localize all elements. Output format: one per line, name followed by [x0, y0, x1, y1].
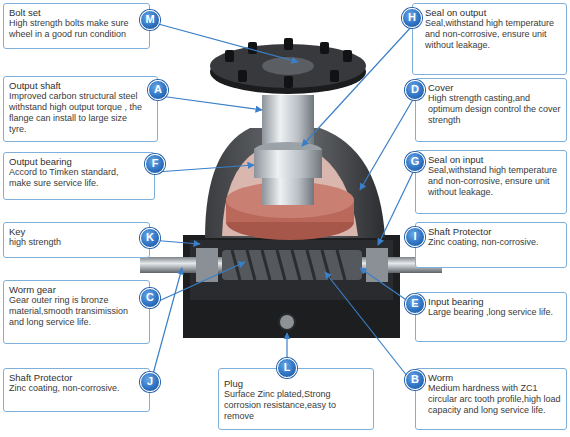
- callout-letter-text: J: [141, 373, 159, 390]
- callout-box: Keyhigh strengthK: [3, 222, 150, 258]
- callout-heading: Shaft Protector: [428, 226, 561, 237]
- callout-letter: K: [140, 228, 160, 248]
- callout-letter-text: C: [141, 289, 159, 306]
- callout-letter: M: [140, 10, 160, 30]
- callout-box: WormMedium hardness with ZC1 circular ar…: [415, 368, 567, 430]
- callout-heading: Bolt set: [9, 7, 137, 18]
- leader-line: [160, 96, 262, 110]
- callout-heading: Cover: [428, 82, 561, 93]
- callout-heading: Seal on output: [425, 7, 561, 18]
- callout-box: CoverHigh strength casting,and optimum d…: [415, 78, 567, 142]
- callout-letter: F: [145, 154, 165, 174]
- callout-heading: Plug: [224, 378, 368, 389]
- gearbox-body: [140, 38, 442, 338]
- callout-box: Output shaftImproved carbon structural s…: [3, 76, 158, 142]
- callout-heading: Output bearing: [9, 156, 142, 167]
- callout-body: high strength: [9, 237, 137, 248]
- callout-body: Zinc coating, non-corrosive.: [9, 383, 137, 394]
- flange-top: [210, 44, 366, 88]
- callout-letter: A: [148, 80, 168, 100]
- thread: [262, 250, 270, 280]
- callout-letter: E: [405, 294, 425, 314]
- callout-letter-text: G: [406, 153, 424, 170]
- callout-box: Shaft ProtectorZinc coating, non-corrosi…: [415, 222, 567, 268]
- callout-box: Worm gearGear outer ring is bronze mater…: [3, 280, 150, 344]
- callout-body: Accord to Timken standard, make sure ser…: [9, 167, 142, 189]
- callout-letter-text: H: [403, 9, 421, 26]
- callout-letter: G: [405, 152, 425, 172]
- worm: [222, 250, 362, 280]
- callout-letter-text: F: [146, 155, 164, 172]
- bolt: [284, 76, 293, 88]
- thread: [277, 250, 285, 280]
- leader-line: [156, 165, 254, 172]
- bolt: [320, 42, 329, 54]
- callout-letter: C: [140, 288, 160, 308]
- callout-body: Large bearing ,long service life.: [428, 307, 561, 318]
- callout-letter: H: [402, 8, 422, 28]
- callout-letter-text: B: [406, 371, 424, 388]
- bolt: [343, 50, 352, 62]
- callout-heading: Shaft Protector: [9, 372, 137, 383]
- callout-box: Seal on outputSeal,withstand high temper…: [412, 3, 567, 75]
- callout-heading: Key: [9, 226, 137, 237]
- callout-letter: D: [405, 80, 425, 100]
- callout-box: Input bearingLarge bearing ,long service…: [415, 292, 567, 342]
- callout-letter-text: I: [406, 228, 424, 245]
- callout-letter: B: [405, 370, 425, 390]
- housing-base: [183, 235, 400, 338]
- thread: [247, 250, 255, 280]
- callout-body: Surface Zinc plated,Strong corrosion res…: [224, 389, 368, 422]
- callout-body: Seal,withstand high temperature and non-…: [425, 18, 561, 51]
- callout-box: PlugSurface Zinc plated,Strong corrosion…: [218, 368, 374, 430]
- callout-body: Zinc coating, non-corrosive.: [428, 237, 561, 248]
- leader-lines: [150, 22, 438, 386]
- bolt: [238, 70, 247, 82]
- input-bearing-left: [196, 248, 218, 282]
- thread: [292, 250, 300, 280]
- drain-plug: [279, 314, 295, 330]
- thread: [337, 250, 345, 280]
- callout-body: High strength casting,and optimum design…: [428, 93, 561, 126]
- callout-letter-text: A: [149, 81, 167, 98]
- callout-body: Gear outer ring is bronze material,smoot…: [9, 295, 137, 328]
- bolt: [225, 50, 234, 62]
- callout-letter-text: K: [141, 229, 159, 246]
- bolt: [284, 38, 293, 50]
- callout-letter: J: [140, 372, 160, 392]
- callout-letter-text: E: [406, 295, 424, 312]
- leader-line: [286, 333, 287, 358]
- thread: [307, 250, 315, 280]
- callout-box: Seal on inputSeal,withstand high tempera…: [415, 150, 567, 214]
- callout-box: Bolt setHigh strength bolts make sure wh…: [3, 3, 150, 49]
- callout-heading: Worm: [428, 372, 561, 383]
- callout-letter-text: M: [141, 11, 159, 28]
- callout-body: High strength bolts make sure wheel in a…: [9, 18, 137, 40]
- callout-letter-text: D: [406, 81, 424, 98]
- output-bearing-body: [254, 150, 322, 178]
- leader-line: [150, 268, 182, 385]
- callout-heading: Output shaft: [9, 80, 145, 91]
- callout-heading: Input bearing: [428, 296, 561, 307]
- leader-line: [302, 26, 412, 146]
- flange-bolts: [225, 38, 352, 88]
- bolt: [248, 42, 257, 54]
- bolt: [330, 70, 339, 82]
- callout-body: Medium hardness with ZC1 circular arc to…: [428, 383, 561, 416]
- callout-body: Improved carbon structural steel withsta…: [9, 91, 145, 135]
- input-bearing-right: [366, 248, 388, 282]
- callout-letter: I: [405, 227, 425, 247]
- callout-box: Output bearingAccord to Timken standard,…: [3, 152, 155, 200]
- callout-body: Seal,withstand high temperature and non-…: [428, 165, 561, 198]
- callout-heading: Worm gear: [9, 284, 137, 295]
- thread: [322, 250, 330, 280]
- leader-line: [151, 22, 298, 62]
- callout-letter: L: [277, 358, 297, 378]
- leader-line: [150, 262, 245, 305]
- callout-letter-text: L: [278, 359, 296, 376]
- leader-line: [360, 96, 415, 190]
- callout-box: Shaft ProtectorZinc coating, non-corrosi…: [3, 368, 150, 412]
- callout-heading: Seal on input: [428, 154, 561, 165]
